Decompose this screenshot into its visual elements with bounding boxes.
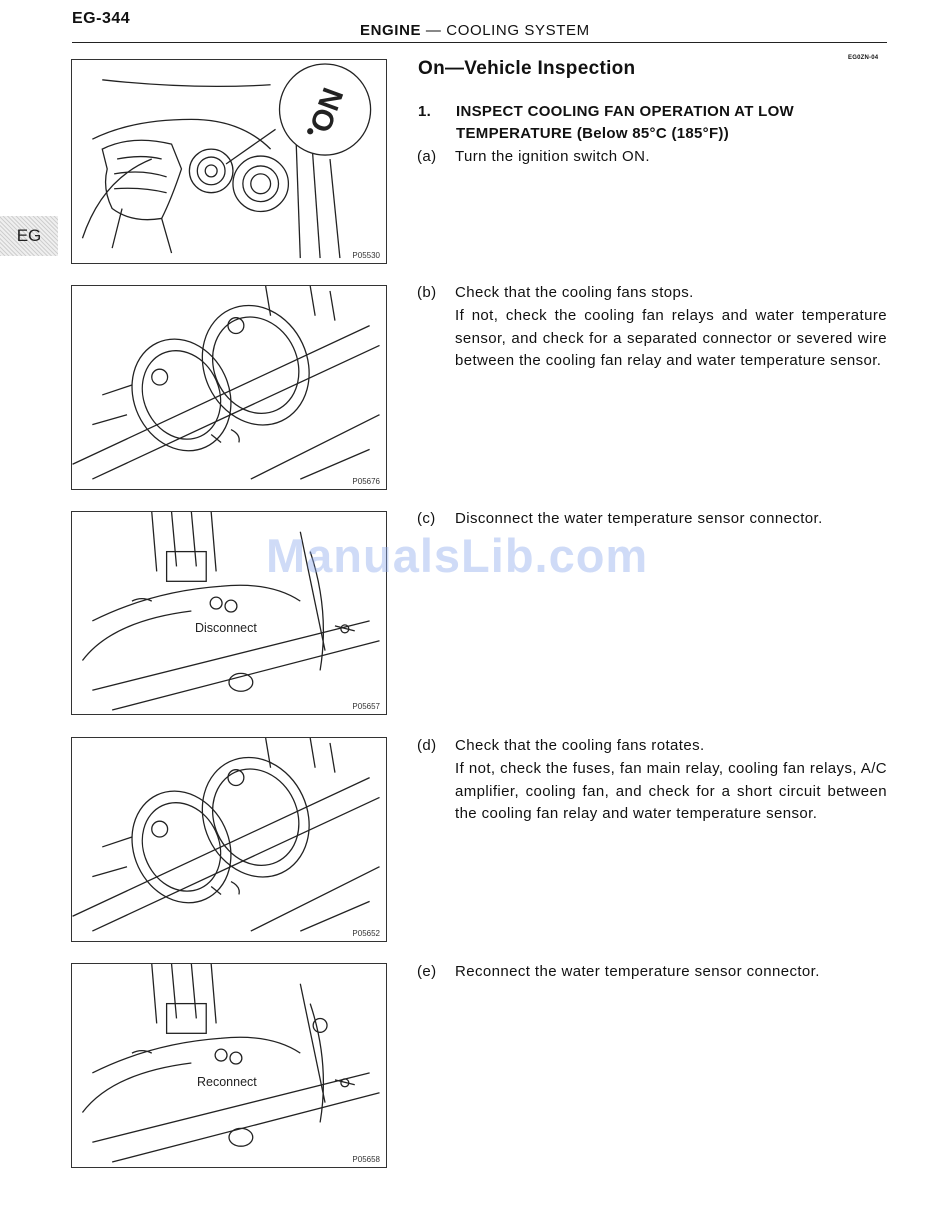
substep-detail: If not, check the cooling fan relays and… <box>455 306 887 370</box>
figure-code: P05530 <box>352 251 380 260</box>
reconnect-sensor-illustration <box>81 964 380 1163</box>
substep-detail: If not, check the fuses, fan main relay,… <box>455 759 887 823</box>
substep-text: Reconnect the water temperature sensor c… <box>455 963 820 980</box>
ignition-switch-illustration: ON <box>81 63 372 259</box>
figure-reconnect-sensor: Reconnect P05658 <box>71 963 387 1168</box>
section-side-tab: EG <box>0 216 58 256</box>
substep-text: Check that the cooling fans rotates. <box>455 737 705 754</box>
substep-text: Turn the ignition switch ON. <box>455 148 650 165</box>
figure-cooling-fans-rotate: P05652 <box>71 737 387 942</box>
disconnect-label: Disconnect <box>194 621 258 635</box>
document-code: EG0ZN-04 <box>848 55 879 61</box>
step-heading-line-2: TEMPERATURE (Below 85°C (185°F)) <box>456 125 730 142</box>
header-title-rest: — COOLING SYSTEM <box>421 22 590 39</box>
step-heading: INSPECT COOLING FAN OPERATION AT LOW TEM… <box>456 101 886 145</box>
cooling-fans-rotate-illustration <box>72 738 380 932</box>
figure-code: P05658 <box>352 1155 380 1164</box>
figure-ignition-switch: ON P05530 <box>71 59 387 264</box>
figure-code: P05657 <box>352 702 380 711</box>
step-number: 1. <box>418 103 432 120</box>
figure-disconnect-sensor: Disconnect P05657 <box>71 511 387 715</box>
substep-label: (d) <box>417 737 437 754</box>
header-title: ENGINE — COOLING SYSTEM <box>360 22 590 39</box>
page-number: EG-344 <box>72 10 131 27</box>
disconnect-sensor-illustration <box>81 512 380 711</box>
section-title: On—Vehicle Inspection <box>418 58 636 79</box>
side-tab-label: EG <box>16 226 42 245</box>
figure-cooling-fans: P05676 <box>71 285 387 490</box>
figure-code: P05652 <box>352 929 380 938</box>
substep-label: (e) <box>417 963 437 980</box>
substep-label: (b) <box>417 284 437 301</box>
step-heading-line-1: INSPECT COOLING FAN OPERATION AT LOW <box>456 103 795 120</box>
header-title-bold: ENGINE <box>360 22 422 39</box>
substep-label: (a) <box>417 148 437 165</box>
figure-code: P05676 <box>352 477 380 486</box>
cooling-fans-illustration <box>72 286 380 480</box>
header-rule <box>72 42 887 43</box>
substep-text: Disconnect the water temperature sensor … <box>455 510 823 527</box>
reconnect-label: Reconnect <box>196 1075 258 1089</box>
substep-text: Check that the cooling fans stops. <box>455 284 694 301</box>
substep-label: (c) <box>417 510 436 527</box>
